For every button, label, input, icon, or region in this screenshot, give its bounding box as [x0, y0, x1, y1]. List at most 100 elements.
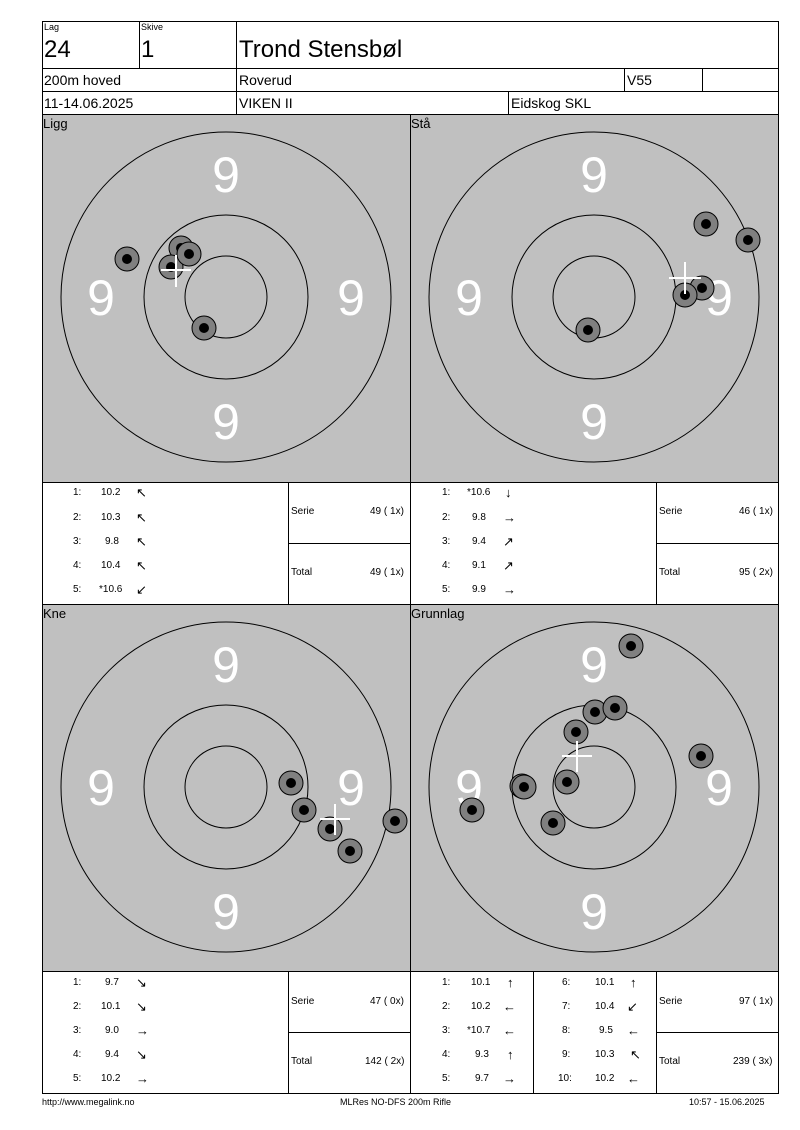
shot-cell: 4: — [73, 1049, 82, 1060]
total-value-sta: 95 ( 2x) — [739, 567, 773, 578]
footer-timestamp: 10:57 - 15.06.2025 — [689, 1097, 765, 1107]
shot-cell: 9: — [562, 1049, 571, 1060]
shot-cell: 9.8 — [472, 512, 486, 523]
shot-cell: 1: — [442, 977, 451, 988]
shot-cell: 10.4 — [101, 560, 121, 571]
shot-3 — [382, 808, 408, 834]
district-name: VIKEN II — [239, 95, 293, 111]
shot-cell: *10.6 — [467, 487, 491, 498]
shot-cell: ↘ — [136, 999, 147, 1014]
footer-program: MLRes NO-DFS 200m Rifle — [340, 1097, 452, 1107]
shot-cell: ↘ — [136, 975, 147, 990]
shot-1 — [278, 770, 304, 796]
shot-cell: 9.7 — [475, 1073, 489, 1084]
shot-4 — [735, 227, 761, 253]
ring-label-top: 9 — [212, 637, 240, 693]
shooter-name: Trond Stensbøl — [239, 36, 403, 63]
shot-cell: → — [503, 510, 516, 525]
shot-cell: 6: — [562, 977, 571, 988]
shot-cell: ↗ — [503, 558, 514, 573]
shot-list-sta: 1:*10.6↓ 2:9.8→ 3:9.4↗ 4:9.1↗ 5:9.9→ — [411, 485, 656, 602]
shot-cell: ↙ — [136, 582, 147, 597]
shot-cell: 3: — [73, 536, 82, 547]
shot-cell: ↙ — [627, 999, 638, 1014]
mean-point-cross — [161, 255, 191, 287]
shot-list-kne: 1:9.7↘ 2:10.1↘ 3:9.0→ 4:9.4↘ 5:10.2→ — [43, 975, 288, 1092]
serie-label-kne: Serie — [291, 996, 315, 1007]
shot-cell: 1: — [73, 977, 82, 988]
total-value-grunnlag: 239 ( 3x) — [733, 1056, 773, 1067]
shot-cell: ↘ — [136, 1047, 147, 1062]
shot-cell: 8: — [562, 1025, 571, 1036]
shot-10 — [511, 774, 537, 800]
target-panel-ligg: 9 9 9 9 — [43, 115, 410, 482]
shot-cell: 10.2 — [595, 1073, 615, 1084]
venue-name: Eidskog SKL — [511, 95, 592, 111]
total-value-kne: 142 ( 2x) — [365, 1056, 405, 1067]
shot-cell: 7: — [562, 1001, 571, 1012]
skive-label: Skive — [141, 22, 164, 32]
shot-cell: ← — [503, 1023, 516, 1038]
shot-cell: 1: — [442, 487, 451, 498]
shot-cell: 9.8 — [105, 536, 119, 547]
ring-label-bottom: 9 — [580, 394, 608, 450]
shot-cell: ↖ — [136, 558, 147, 573]
shot-cell: *10.7 — [467, 1025, 491, 1036]
ring-label-top: 9 — [580, 147, 608, 203]
shot-cell: → — [503, 1071, 516, 1086]
footer-url[interactable]: http://www.megalink.no — [42, 1097, 135, 1107]
lag-value: 24 — [44, 36, 71, 63]
shot-cell: 2: — [73, 1001, 82, 1012]
shot-cell: ↓ — [505, 485, 512, 500]
shot-cell: 4: — [442, 560, 451, 571]
total-label-sta: Total — [659, 567, 681, 578]
ring-label-right: 9 — [705, 760, 733, 816]
shot-4 — [176, 241, 202, 267]
target-panel-kne: 9 9 9 9 — [43, 605, 410, 971]
shot-cell: ↑ — [630, 975, 637, 990]
shot-cell: 9.5 — [599, 1025, 613, 1036]
panel-label-grunnlag: Grunnlag — [411, 606, 465, 621]
shot-cell: 9.9 — [472, 584, 486, 595]
shot-list-grunnlag-2: 6:10.1↑ 7:10.4↙ 8:9.5← 9:10.3↖ 10:10.2← — [534, 975, 656, 1092]
shot-cell: 2: — [73, 512, 82, 523]
club-name: Roverud — [239, 72, 292, 88]
shot-cell: 2: — [442, 1001, 451, 1012]
mean-point-cross — [320, 804, 350, 835]
panel-label-sta: Stå — [411, 116, 431, 131]
mean-point-cross — [669, 262, 701, 294]
shot-9 — [602, 695, 628, 721]
shot-cell: ↑ — [507, 1047, 514, 1062]
shot-cell: 2: — [442, 512, 451, 523]
shot-4 — [618, 633, 644, 659]
shot-7 — [540, 810, 566, 836]
lag-label: Lag — [44, 22, 60, 32]
mean-point-cross — [562, 741, 592, 772]
target-panel-sta: 9 9 9 9 — [411, 115, 778, 482]
serie-value-sta-label: Serie — [659, 506, 683, 517]
target-grunnlag: 9 9 9 9 — [428, 621, 760, 953]
shot-cell: 10.1 — [101, 1001, 121, 1012]
shot-cell: 10.2 — [471, 1001, 491, 1012]
shot-5 — [191, 315, 217, 341]
shot-cell: ↖ — [136, 510, 147, 525]
shot-list-ligg: 1:10.2↖ 2:10.3↖ 3:9.8↖ 4:10.4↖ 5:*10.6↙ — [43, 485, 288, 602]
target-ligg: 9 9 9 9 — [60, 131, 392, 463]
shot-cell: → — [136, 1023, 149, 1038]
shot-2 — [291, 797, 317, 823]
shot-cell: 9.1 — [472, 560, 486, 571]
serie-value-ligg: 49 ( 1x) — [370, 506, 404, 517]
target-sta: 9 9 9 9 — [428, 131, 761, 463]
ring-label-left: 9 — [87, 760, 115, 816]
class-name: V55 — [627, 72, 652, 88]
shot-cell: 5: — [442, 584, 451, 595]
shot-cell: 3: — [442, 536, 451, 547]
shot-1 — [575, 317, 601, 343]
serie-value-sta: 46 ( 1x) — [739, 506, 773, 517]
shot-cell: 10.1 — [471, 977, 491, 988]
shot-cell: 10.3 — [595, 1049, 615, 1060]
ring-label-left: 9 — [455, 270, 483, 326]
shot-cell: ↖ — [136, 534, 147, 549]
ring-label-top: 9 — [212, 147, 240, 203]
shot-cell: → — [503, 582, 516, 597]
